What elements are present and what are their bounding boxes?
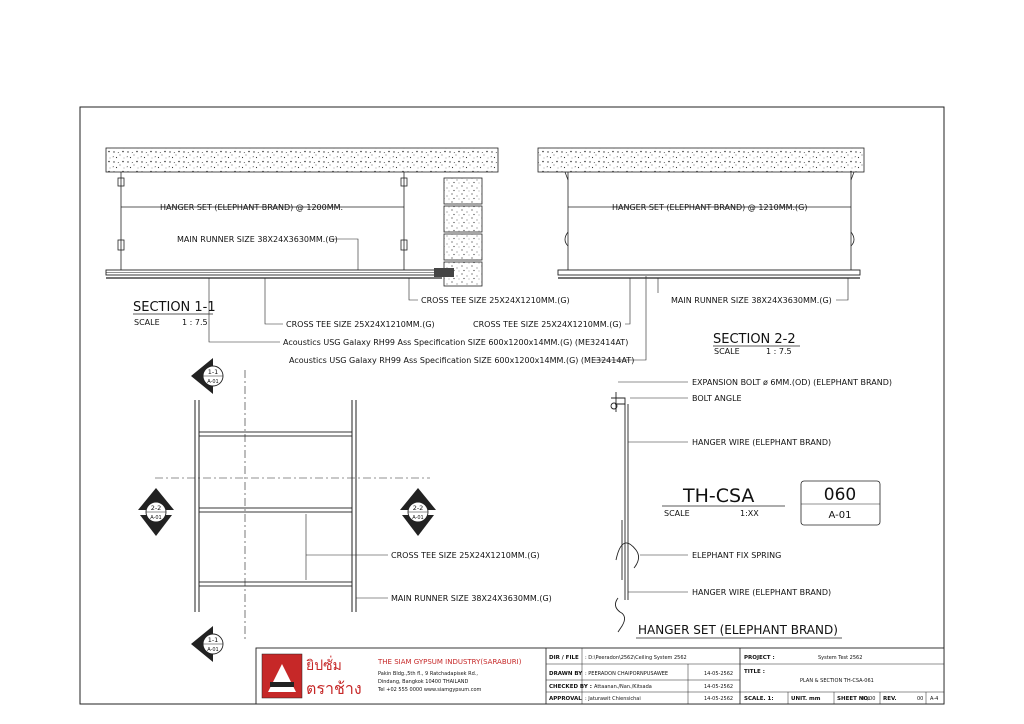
marker-ref: A-01 xyxy=(207,379,218,385)
dir-label: DIR / FILE xyxy=(549,655,579,661)
drawing-code: TH-CSA xyxy=(682,485,754,507)
hanger-wire-label-2: HANGER WIRE (ELEPHANT BRAND) xyxy=(692,588,831,597)
title-value: PLAN & SECTION TH-CSA-061 xyxy=(800,678,874,684)
approval-label: APPROVAL xyxy=(549,696,582,702)
drawn-label: DRAWN BY xyxy=(549,671,583,677)
logo-text-top: ยิปซั่ม xyxy=(306,656,342,674)
drawing-sheet-ref: A-01 xyxy=(829,510,852,521)
cross-tee-label-a: CROSS TEE SIZE 25X24X1210MM.(G) xyxy=(421,296,570,305)
rev-label: REV. xyxy=(883,696,897,702)
fix-spring-label: ELEPHANT FIX SPRING xyxy=(692,551,781,560)
section22-main-runner-label: MAIN RUNNER SIZE 38X24X3630MM.(G) xyxy=(671,296,832,305)
section22-scale-value: 1 : 7.5 xyxy=(766,347,792,356)
scale-label: SCALE. 1: xyxy=(744,696,774,702)
company-address-1: Pakin Bldg.,5th fl., 9 Ratchadapisek Rd.… xyxy=(378,671,478,677)
marker-number: 1-1 xyxy=(208,368,219,376)
section11-main-runner-label: MAIN RUNNER SIZE 38X24X3630MM.(G) xyxy=(177,235,338,244)
marker-number: 2-2 xyxy=(151,504,162,512)
company-name: THE SIAM GYPSUM INDUSTRY(SARABURI) xyxy=(377,658,522,666)
acoustic-label-a: Acoustics USG Galaxy RH99 Ass Specificat… xyxy=(283,338,628,347)
section22-title: SECTION 2-2 xyxy=(713,332,796,347)
drawing-scale-value: 1:XX xyxy=(740,509,759,518)
drawn-value: : PEERADON CHAIPORNPUSAWEE xyxy=(585,671,668,677)
paper-size: A-4 xyxy=(930,696,938,702)
approval-value: : Jaturawit Chiensichai xyxy=(585,696,641,702)
title-label: TITLE : xyxy=(744,669,765,675)
company-tel: Tel +02 555 0000 www.siamgypsum.com xyxy=(377,687,482,693)
marker-number: 1-1 xyxy=(208,636,219,644)
drawn-date: 14-05-2562 xyxy=(704,671,733,677)
title-block: ยิปซั่ม ตราช้าง THE SIAM GYPSUM INDUSTRY… xyxy=(255,647,945,705)
cross-tee-label-b: CROSS TEE SIZE 25X24X1210MM.(G) xyxy=(286,320,435,329)
hanger-wire-label-1: HANGER WIRE (ELEPHANT BRAND) xyxy=(692,438,831,447)
drawing-number: 060 xyxy=(824,485,856,505)
main-runner-section22 xyxy=(557,269,861,276)
sheet-border xyxy=(79,106,945,705)
marker-ref: A-01 xyxy=(207,647,218,653)
section11-title: SECTION 1-1 xyxy=(133,300,216,315)
section-marker-left: 2-2 A-01 xyxy=(138,488,174,536)
company-address-2: Dindang, Bangkok 10400 THAILAND xyxy=(378,679,469,685)
project-label: PROJECT : xyxy=(744,655,775,661)
plan-cross-tee-label: CROSS TEE SIZE 25X24X1210MM.(G) xyxy=(391,551,540,560)
drawing-scale-label: SCALE xyxy=(664,509,690,518)
marker-ref: A-01 xyxy=(412,515,423,521)
section11-hanger-label: HANGER SET (ELEPHANT BRAND) @ 1200MM. xyxy=(160,203,343,212)
bolt-angle-label: BOLT ANGLE xyxy=(692,394,742,403)
acoustic-label-b: Acoustics USG Galaxy RH99 Ass Specificat… xyxy=(289,356,634,365)
unit-label: UNIT. mm xyxy=(791,696,821,702)
checked-date: 14-05-2562 xyxy=(704,684,733,690)
section-marker-bottom: 1-1 A-01 xyxy=(191,626,224,662)
section11-scale-label: SCALE xyxy=(134,318,160,327)
ceiling-plan: CROSS TEE SIZE 25X24X1210MM.(G) MAIN RUN… xyxy=(138,358,552,662)
company-logo: ยิปซั่ม ตราช้าง xyxy=(261,653,362,699)
plan-main-runner-label: MAIN RUNNER SIZE 38X24X3630MM.(G) xyxy=(391,594,552,603)
logo-text-bottom: ตราช้าง xyxy=(306,679,362,698)
approval-date: 14-05-2562 xyxy=(704,696,733,702)
section-marker-right: 2-2 A-01 xyxy=(400,488,436,536)
cross-tee-label-c: CROSS TEE SIZE 25X24X1210MM.(G) xyxy=(473,320,622,329)
concrete-slab-left xyxy=(105,147,499,173)
section-marker-top: 1-1 A-01 xyxy=(191,358,224,394)
drawing-id-block: TH-CSA SCALE 1:XX 060 A-01 xyxy=(662,480,881,526)
section22-scale-label: SCALE xyxy=(714,347,740,356)
section22-hanger-label: HANGER SET (ELEPHANT BRAND) @ 1210MM.(G) xyxy=(612,203,808,212)
sheet-label: SHEET NO. xyxy=(837,696,870,702)
concrete-slab-right xyxy=(537,147,865,173)
section-2-2: HANGER SET (ELEPHANT BRAND) @ 1210MM.(G)… xyxy=(537,147,865,356)
sheet-value: 00/00 xyxy=(861,696,875,702)
dir-value: : D:\Peeradon\2562\Ceiling System 2562 xyxy=(585,655,687,661)
checked-label: CHECKED BY : xyxy=(549,684,592,690)
section-1-1: HANGER SET (ELEPHANT BRAND) @ 1200MM. MA… xyxy=(105,147,647,365)
hanger-set-detail: EXPANSION BOLT ø 6MM.(OD) (ELEPHANT BRAN… xyxy=(610,378,892,639)
section11-scale-value: 1 : 7.5 xyxy=(182,318,208,327)
expansion-bolt-label: EXPANSION BOLT ø 6MM.(OD) (ELEPHANT BRAN… xyxy=(692,378,892,387)
marker-number: 2-2 xyxy=(413,504,424,512)
project-value: System Test 2562 xyxy=(818,655,862,661)
hanger-detail-title: HANGER SET (ELEPHANT BRAND) xyxy=(638,623,838,637)
checked-value: Attaanan./Nan./Kitsada xyxy=(594,684,652,690)
marker-ref: A-01 xyxy=(150,515,161,521)
rev-value: 00 xyxy=(917,696,923,702)
